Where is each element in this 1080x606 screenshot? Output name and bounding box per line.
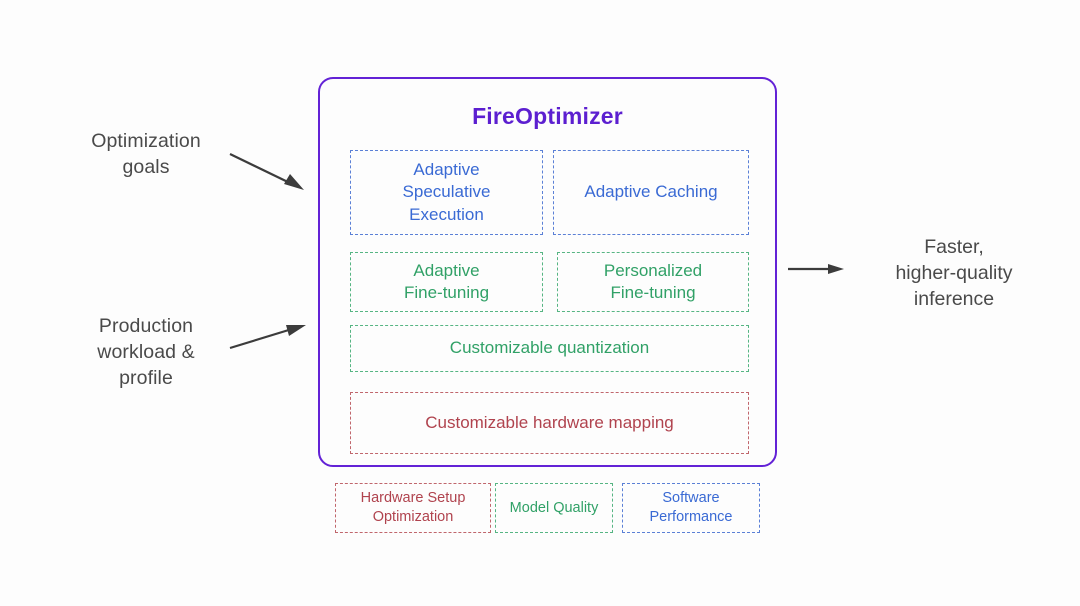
feature-box-adaptive-caching[interactable]: Adaptive Caching [553, 150, 749, 235]
feature-box-adaptive-speculative-execution[interactable]: Adaptive Speculative Execution [350, 150, 543, 235]
arrow-output-inference [788, 264, 844, 274]
legend-item-hardware-setup-optimization[interactable]: Hardware Setup Optimization [335, 483, 491, 533]
input-label-production-workload: Production workload & profile [97, 315, 195, 389]
arrow-optimization-goals [229, 153, 304, 190]
fireoptimizer-panel: FireOptimizer Adaptive Speculative Execu… [318, 77, 777, 467]
legend-item-software-performance[interactable]: Software Performance [622, 483, 760, 533]
input-label-optimization-goals: Optimization goals [91, 130, 201, 178]
legend-item-model-quality[interactable]: Model Quality [495, 483, 613, 533]
panel-title: FireOptimizer [472, 103, 623, 129]
feature-box-customizable-quantization[interactable]: Customizable quantization [350, 325, 749, 372]
feature-box-personalized-fine-tuning[interactable]: Personalized Fine-tuning [557, 252, 749, 312]
feature-box-customizable-hardware-mapping[interactable]: Customizable hardware mapping [350, 392, 749, 454]
arrow-production-workload [229, 325, 306, 350]
feature-box-adaptive-fine-tuning[interactable]: Adaptive Fine-tuning [350, 252, 543, 312]
output-label-inference: Faster, higher-quality inference [895, 236, 1013, 310]
